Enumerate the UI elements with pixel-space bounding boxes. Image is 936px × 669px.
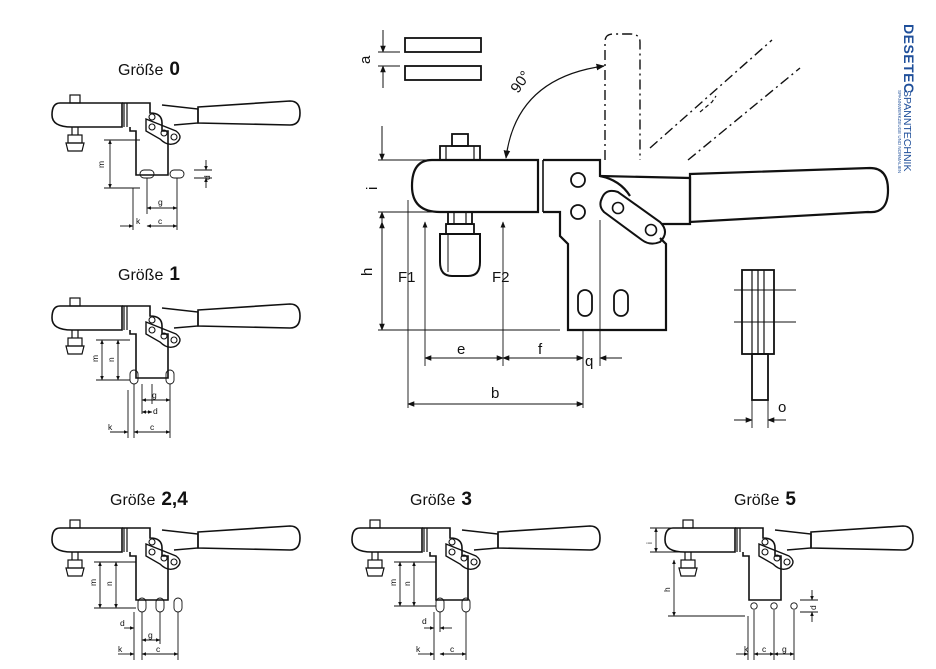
dim-i-label: i: [644, 542, 654, 544]
dim-k-label: k: [744, 644, 749, 654]
variant-size-3: Größe 3 m n d k c: [351, 489, 601, 660]
dim-n-label: n: [104, 581, 114, 586]
size-5-title: Größe 5: [734, 489, 796, 510]
variant-size-2-4: Größe 2,4 m n d g k c: [51, 489, 301, 660]
dim-b-label: b: [491, 385, 499, 402]
dim-m-label: m: [96, 161, 106, 168]
size-number: 2,4: [161, 489, 188, 510]
dim-c-label: c: [156, 644, 161, 654]
main-clamp-drawing: [378, 30, 890, 428]
size-2-4-title: Größe 2,4: [110, 489, 188, 510]
dim-d-label: d: [153, 406, 158, 416]
variant-size-1: Größe 1 m n g d k c: [51, 264, 301, 438]
dim-h-label: h: [662, 587, 672, 592]
dim-d-label: d: [120, 618, 125, 628]
dim-d-label: d: [422, 616, 427, 626]
dim-c-label: c: [150, 422, 155, 432]
dim-i-label: i: [364, 187, 381, 190]
size-0-title: Größe 0: [118, 59, 180, 80]
dim-d-label: d: [202, 175, 212, 180]
dim-g-label: g: [158, 197, 163, 207]
dim-c-label: c: [450, 644, 455, 654]
brand-tagline: SPANNWERKZEUGE UND NORMALIEN: [897, 90, 902, 173]
brand-logo: DESETEC SPANNTECHNIK SPANNWERKZEUGE UND …: [897, 24, 917, 173]
dim-g-label: g: [782, 644, 787, 654]
dim-k-label: k: [108, 422, 113, 432]
main-dimension-labels: a 90° i h F1 F2 e f q b o: [357, 55, 786, 416]
variant-size-5: Größe 5 i h d k c g: [644, 489, 914, 660]
dim-g-label: g: [148, 630, 153, 640]
dim-m-label: m: [88, 579, 98, 586]
dim-d-label: d: [808, 605, 818, 610]
size-word: Größe: [118, 267, 163, 284]
size-3-title: Größe 3: [410, 489, 472, 510]
dim-g-label: g: [152, 390, 157, 400]
dim-k-label: k: [416, 644, 421, 654]
angle-label: 90°: [507, 68, 534, 96]
size-word: Größe: [110, 492, 155, 509]
dim-o-label: o: [778, 399, 786, 416]
dim-h-label: h: [359, 268, 376, 276]
size-word: Größe: [410, 492, 455, 509]
size-number: 5: [785, 489, 796, 510]
size-word: Größe: [118, 62, 163, 79]
size-word: Größe: [734, 492, 779, 509]
dim-e-label: e: [457, 341, 465, 358]
dim-m-label: m: [90, 355, 100, 362]
size-1-title: Größe 1: [118, 264, 180, 285]
variant-size-0: Größe 0 m d g k c: [51, 59, 301, 230]
size-number: 1: [169, 264, 180, 285]
dim-n-label: n: [106, 357, 116, 362]
size-number: 0: [169, 59, 180, 80]
dim-n-label: n: [402, 581, 412, 586]
dim-k-label: k: [136, 216, 141, 226]
brand-subtitle: SPANNTECHNIK: [901, 90, 913, 171]
dim-m-label: m: [388, 579, 398, 586]
dim-f-label: f: [538, 341, 543, 358]
brand-name: DESETEC: [901, 24, 917, 94]
dim-c-label: c: [762, 644, 767, 654]
size-number: 3: [461, 489, 472, 510]
dim-k-label: k: [118, 644, 123, 654]
dim-f2-label: F2: [492, 269, 510, 286]
dim-f1-label: F1: [398, 269, 416, 286]
dim-c-label: c: [158, 216, 163, 226]
dim-a-label: a: [357, 55, 374, 64]
dim-q-label: q: [585, 353, 593, 370]
